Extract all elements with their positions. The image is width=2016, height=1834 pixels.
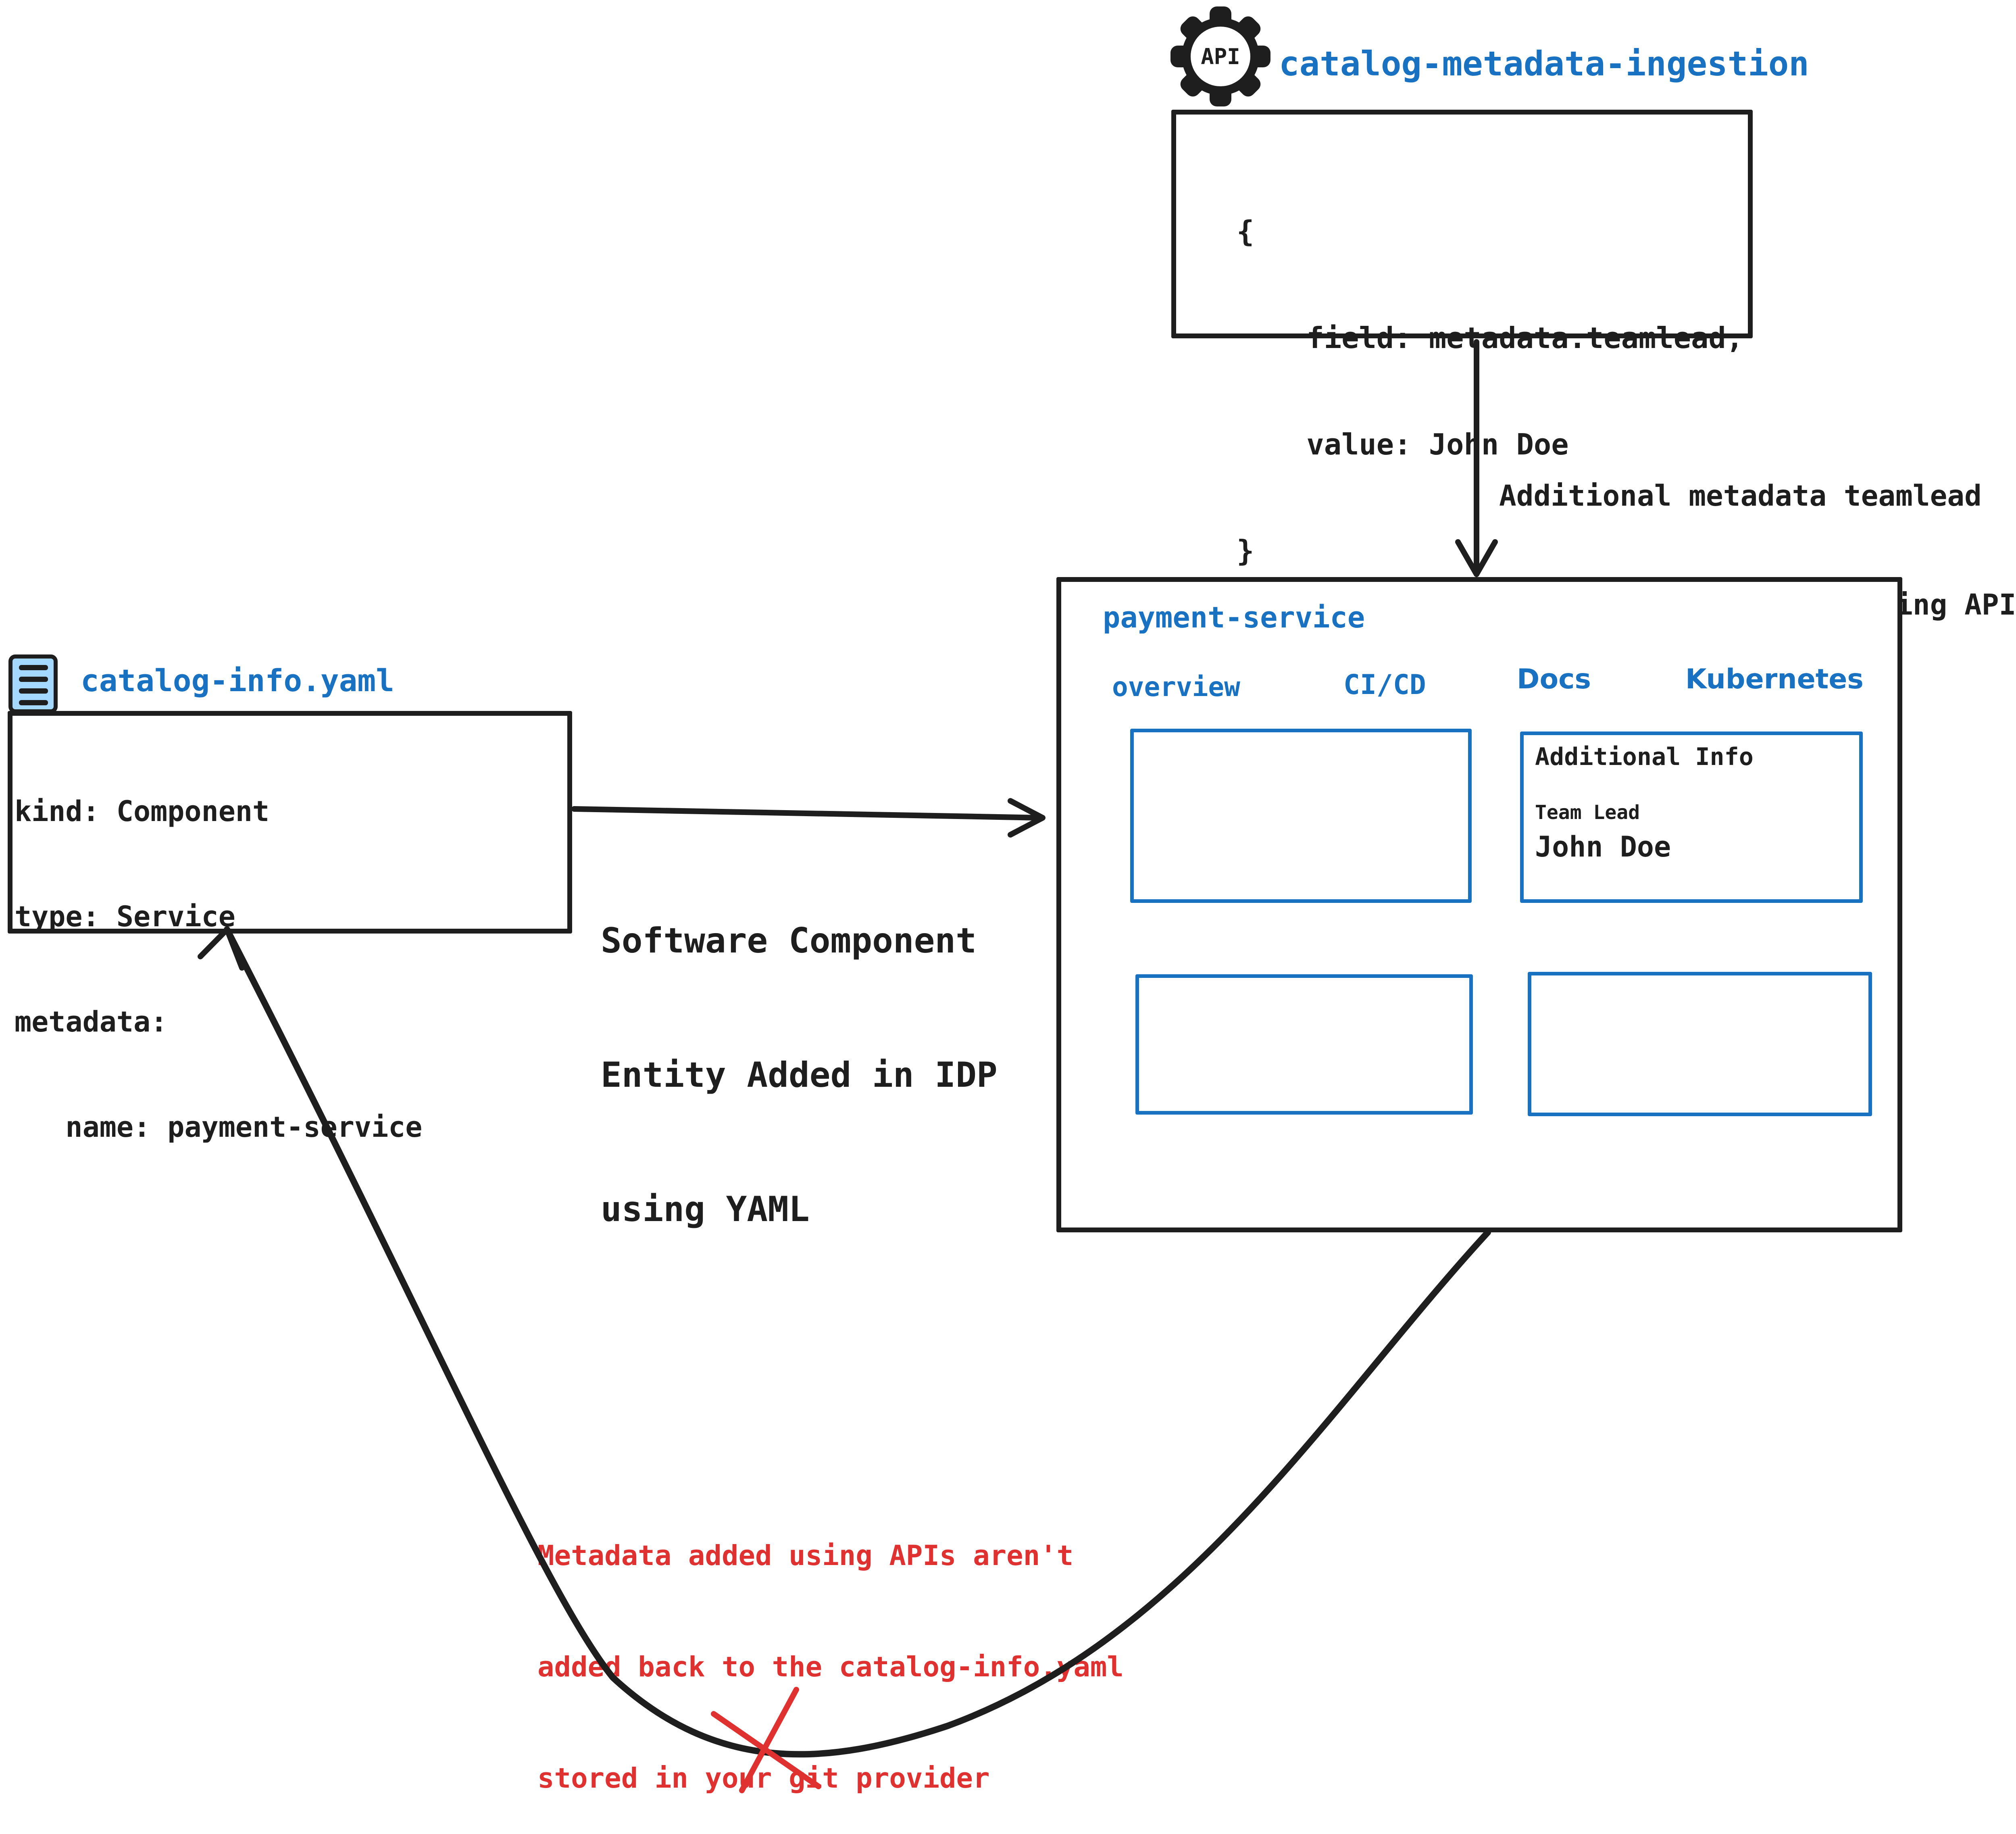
tab-kubernetes: Kubernetes [1685, 663, 1864, 695]
feedback-note-line: Metadata added using APIs aren't [537, 1540, 1074, 1572]
additional-info-title: Additional Info [1535, 743, 1754, 771]
feedback-warning-note: Metadata added using APIs aren't added b… [537, 1463, 1124, 1834]
api-gear-label: API [1201, 44, 1240, 69]
api-payload-code: { field: metadata.teamlead, value: John … [1237, 143, 1743, 640]
idp-service-title: payment-service [1103, 600, 1365, 634]
team-lead-value: John Doe [1535, 830, 1671, 863]
yaml-content: kind: Component type: Service metadata: … [15, 724, 422, 1215]
yaml-line: kind: Component [15, 795, 270, 828]
feedback-note-line: added back to the catalog-info.yaml [537, 1651, 1124, 1683]
ingest-arrow-label-line: Additional metadata teamlead [1499, 479, 1982, 513]
yaml-to-idp-arrowhead [1008, 798, 1045, 838]
yaml-arrow-label-line: Entity Added in IDP [601, 1055, 998, 1095]
feedback-note-line: stored in your git provider [537, 1762, 990, 1794]
code-line: value: John Doe [1237, 427, 1569, 461]
bottom-left-panel-empty [1135, 974, 1473, 1115]
code-line: { [1237, 215, 1254, 248]
additional-info-card: Additional Info Team Lead John Doe [1520, 732, 1863, 903]
catalog-info-yaml-box: kind: Component type: Service metadata: … [8, 711, 572, 1144]
metadata-ingestion-code-box: { field: metadata.teamlead, value: John … [1171, 110, 1753, 568]
tab-cicd: CI/CD [1343, 669, 1426, 701]
yaml-arrow-label-line: Software Component [601, 921, 977, 961]
yaml-line: name: payment-service [15, 1111, 423, 1144]
team-lead-label: Team Lead [1535, 801, 1640, 824]
yaml-file-icon [8, 654, 58, 713]
bottom-right-panel-empty [1528, 972, 1872, 1116]
yaml-arrow-label-line: using YAML [601, 1189, 810, 1230]
yaml-to-idp-arrow [571, 806, 1044, 821]
api-gear-icon: API [1170, 6, 1270, 106]
catalog-file-title: catalog-info.yaml [81, 663, 394, 698]
code-line: field: metadata.teamlead, [1237, 321, 1744, 355]
code-line: } [1237, 534, 1254, 568]
yaml-line: type: Service [15, 900, 235, 933]
yaml-arrow-label: Software Component Entity Added in IDP u… [601, 829, 998, 1277]
idp-payment-service-window: payment-service overview CI/CD Docs Kube… [1056, 577, 1902, 1232]
api-service-title: catalog-metadata-ingestion [1279, 44, 1809, 83]
tab-overview: overview [1112, 671, 1240, 702]
overview-panel-empty [1130, 729, 1472, 903]
tab-docs: Docs [1517, 663, 1591, 695]
yaml-line: metadata: [15, 1005, 168, 1038]
